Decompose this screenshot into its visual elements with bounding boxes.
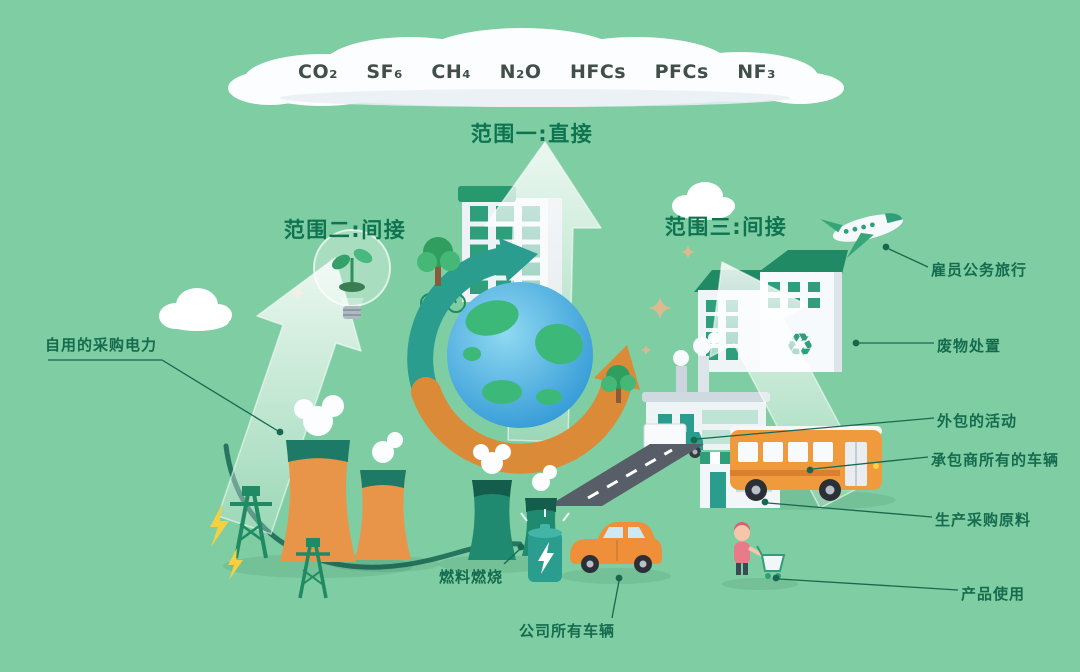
line-company-vehicles [611, 580, 620, 619]
greenhouse-gas-labels: CO₂ SF₆ CH₄ N₂O HFCs PFCs NF₃ [298, 61, 776, 83]
road [548, 444, 704, 506]
line-product-use [778, 578, 959, 591]
scope1-title: 范围一:直接 [470, 122, 594, 146]
line-purchased-materials [767, 502, 933, 518]
battery [520, 509, 570, 582]
line-outsourced [696, 417, 935, 440]
lightning-bolt [210, 504, 229, 547]
ground-shadows [223, 490, 896, 590]
callout-outsourced-activities: 外包的活动 [937, 412, 1018, 430]
transmission-tower-right [296, 545, 330, 599]
small-cloud-left [159, 288, 232, 331]
gas-label-co2: CO₂ [298, 61, 338, 83]
tree-left [417, 237, 460, 286]
gas-label-nf3: NF₃ [737, 61, 776, 83]
line-fuel-combustion [503, 548, 521, 565]
gas-label-ch4: CH₄ [431, 61, 472, 83]
scope2-title: 范围二:间接 [283, 218, 407, 242]
callout-company-vehicles: 公司所有车辆 [519, 622, 616, 640]
callout-dots [276, 243, 890, 582]
line-contractor-vehicles [812, 456, 929, 470]
transmission-tower-left [230, 493, 272, 559]
power-plant [210, 395, 411, 599]
callout-employee-travel: 雇员公务旅行 [931, 261, 1028, 279]
scope3-title: 范围三:间接 [664, 215, 788, 239]
small-cloud-right [672, 182, 735, 220]
airplane [820, 213, 904, 259]
gas-cloud [228, 28, 844, 107]
gas-label-n2o: N₂O [499, 61, 542, 83]
gas-label-hfcs: HFCs [569, 61, 627, 83]
scope2-arrow [217, 257, 362, 535]
line-employee-travel [888, 248, 929, 268]
callout-product-use: 产品使用 [961, 585, 1026, 603]
bus [730, 426, 882, 501]
shopper-with-cart [734, 522, 786, 579]
gas-label-pfcs: PFCs [654, 61, 709, 83]
callout-waste-disposal: 废物处置 [937, 337, 1002, 355]
lightning-bolt-2 [228, 548, 243, 580]
company-car [570, 522, 662, 573]
callout-fuel-combustion: 燃料燃烧 [439, 568, 504, 586]
idea-bulb [313, 229, 391, 319]
line-purchased-electricity [48, 359, 279, 432]
callout-purchased-electricity: 自用的采购电力 [45, 336, 158, 354]
callout-purchased-materials: 生产采购原料 [935, 511, 1032, 529]
gas-label-sf6: SF₆ [366, 61, 403, 83]
callout-lines [48, 248, 959, 619]
tree-right [601, 365, 636, 403]
callout-contractor-vehicles: 承包商所有的车辆 [931, 451, 1060, 469]
